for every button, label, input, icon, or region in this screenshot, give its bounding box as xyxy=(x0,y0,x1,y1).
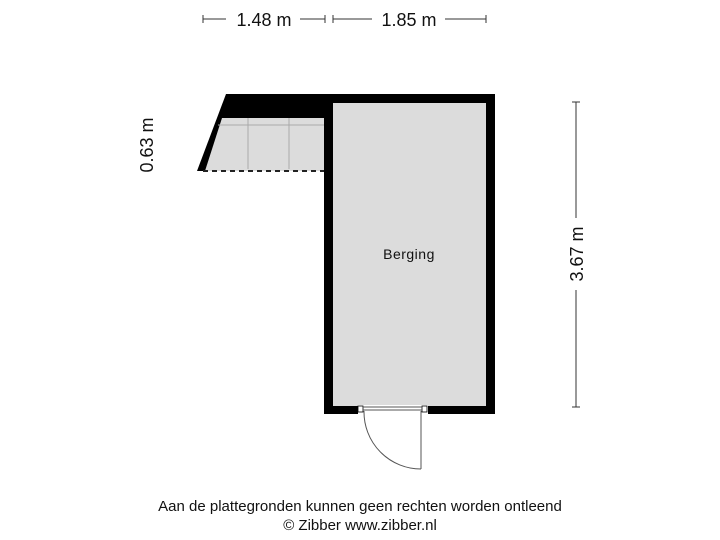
disclaimer-text: Aan de plattegronden kunnen geen rechten… xyxy=(158,498,562,515)
dimension-top-left: 1.48 m xyxy=(202,10,326,30)
room-berging: Berging xyxy=(324,94,495,415)
dimension-left: 0.63 m xyxy=(137,117,157,172)
dimension-top-right: 1.85 m xyxy=(332,10,487,30)
dimension-right: 3.67 m xyxy=(567,101,587,408)
copyright-text: © Zibber www.zibber.nl xyxy=(283,517,437,534)
dimension-label: 1.48 m xyxy=(236,10,291,30)
dimension-label: 1.85 m xyxy=(381,10,436,30)
dimension-label: 3.67 m xyxy=(567,226,587,281)
dimension-label: 0.63 m xyxy=(137,117,157,172)
door-swing-icon xyxy=(363,410,422,470)
annex-area xyxy=(197,94,333,172)
room-label: Berging xyxy=(383,246,435,262)
